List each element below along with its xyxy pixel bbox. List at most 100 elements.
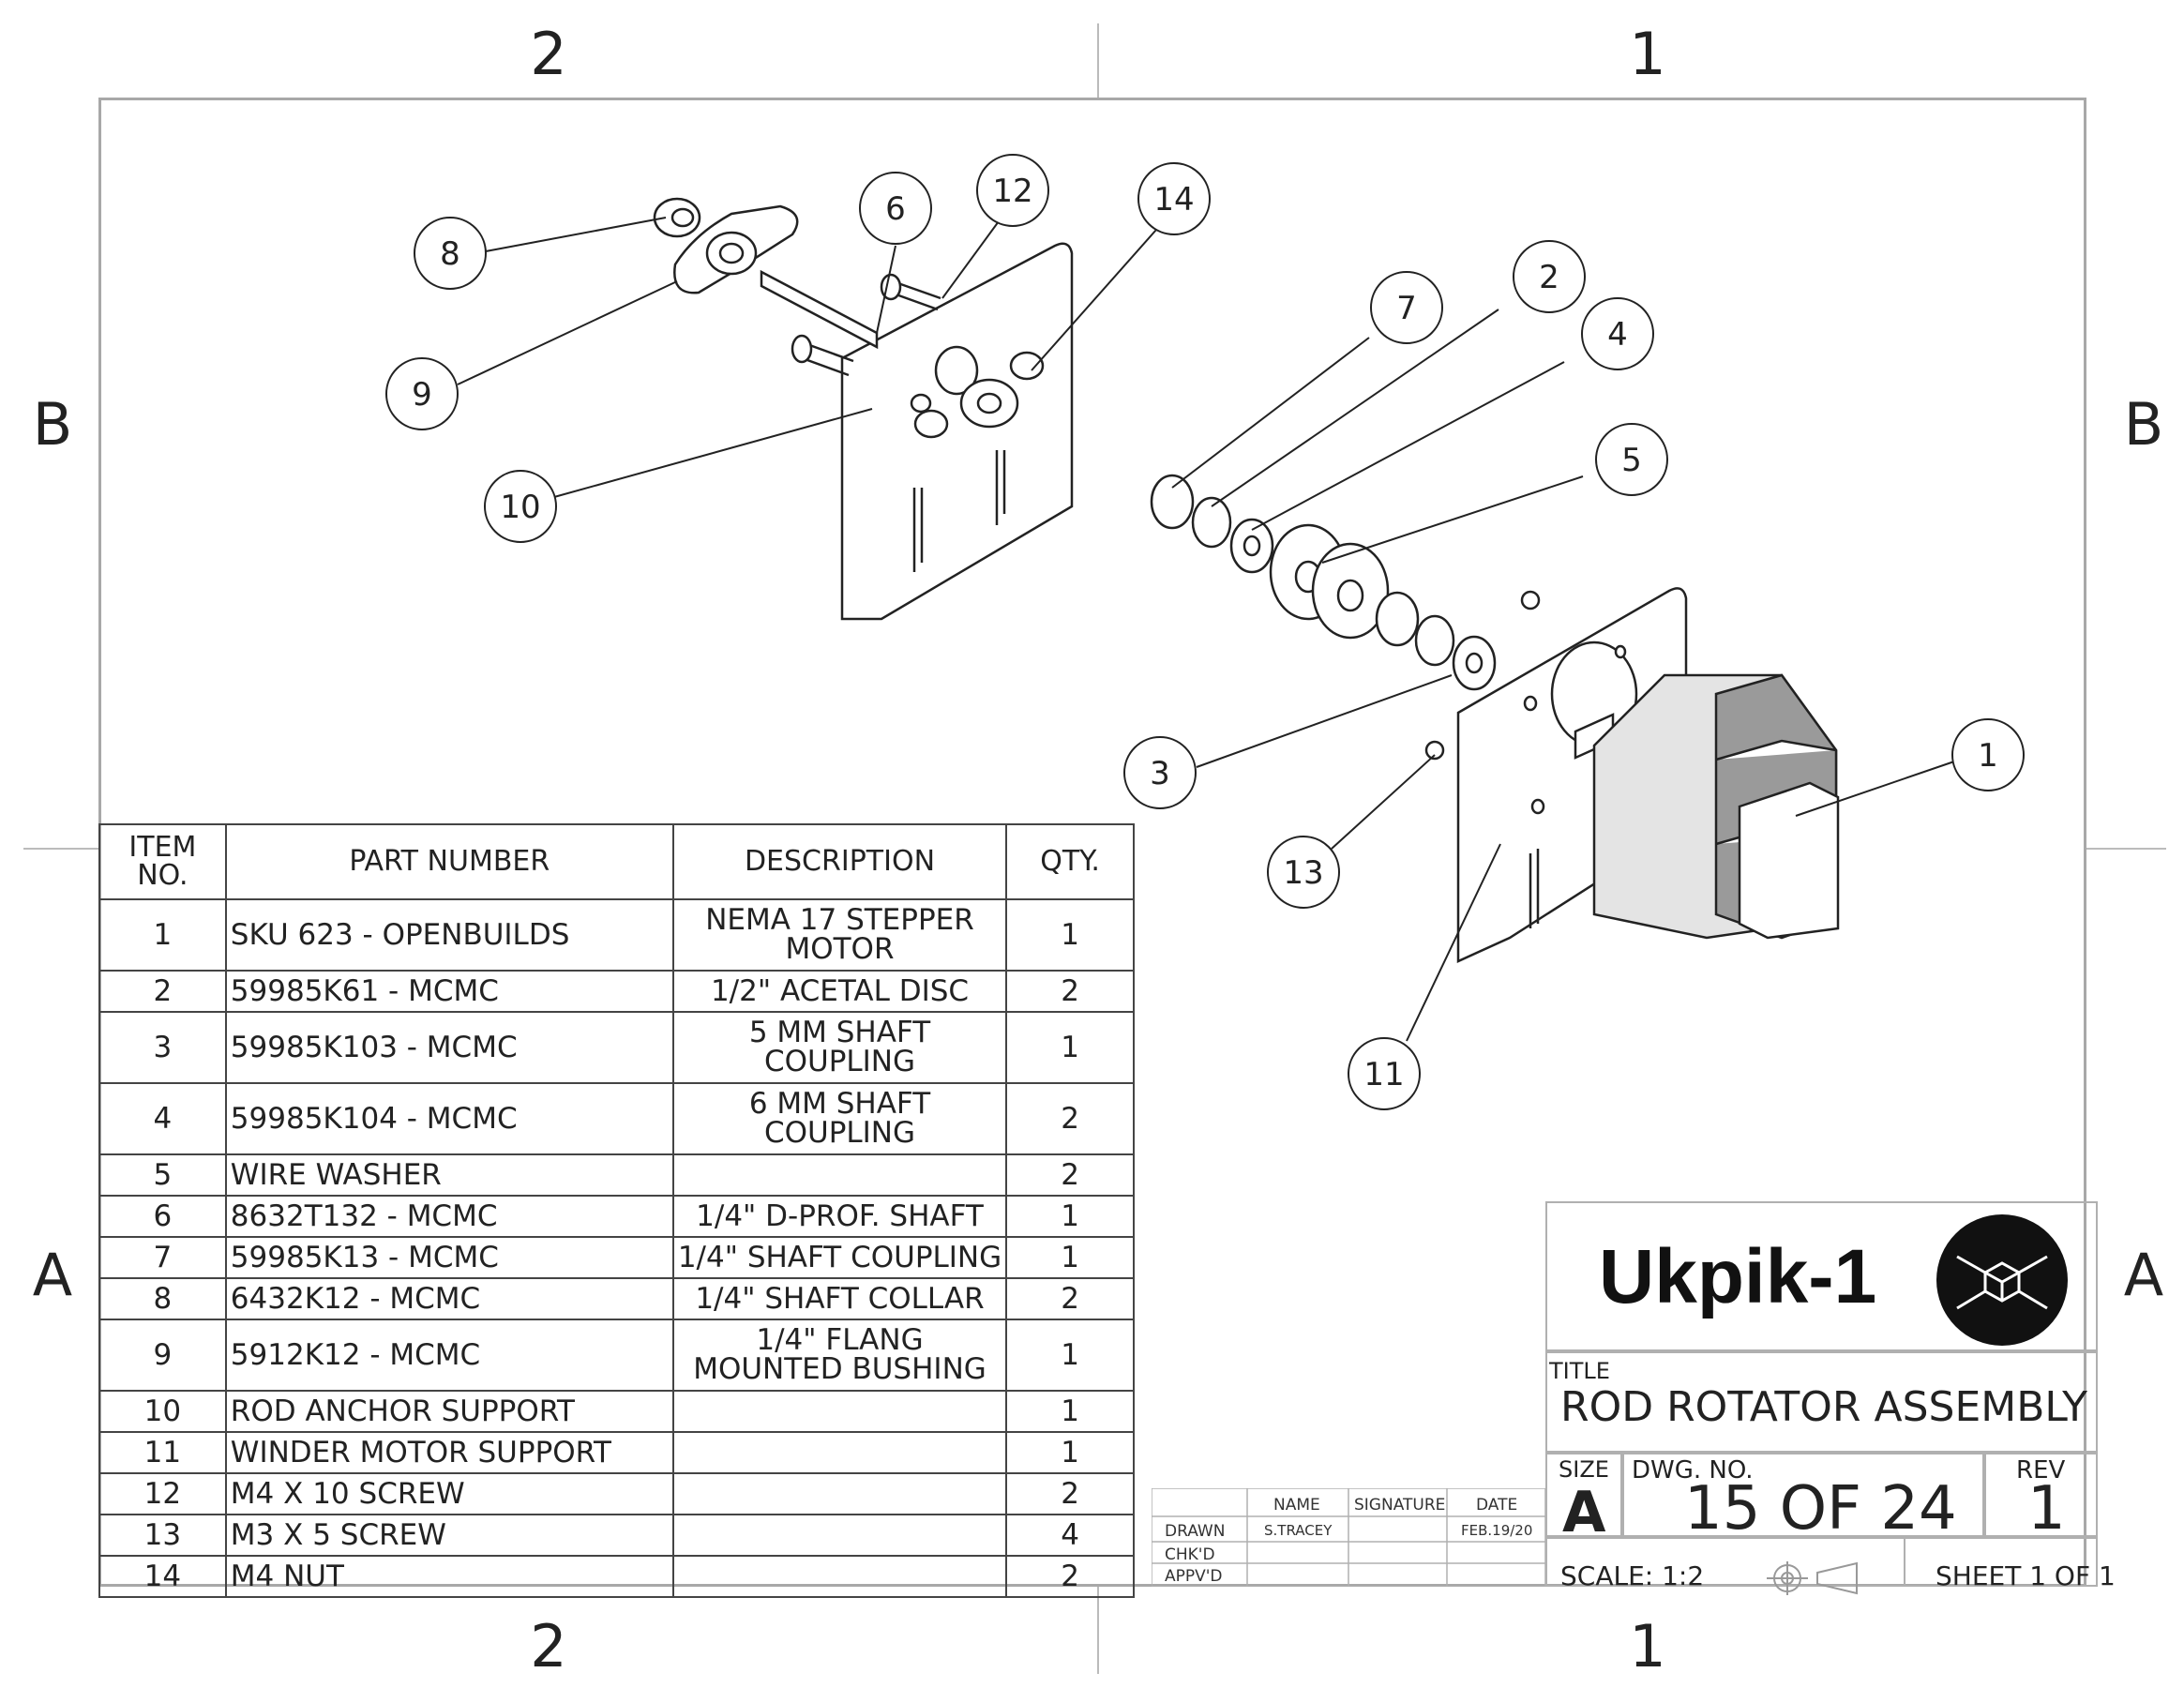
bom-cell-item: 14 [98,1555,227,1598]
leader-lines [457,217,1955,1042]
bom-cell-description: 1/4" D-PROF. SHAFT [671,1195,1008,1238]
balloon-circle [976,154,1049,227]
bom-cell-item: 6 [98,1195,227,1238]
bom-cell-item: 2 [98,970,227,1013]
balloon-circle [484,470,557,543]
bom-cell-part-number: 59985K103 - MCMC [224,1011,674,1084]
balloon-label: 8 [440,235,460,273]
bom-cell-item: 12 [98,1472,227,1515]
bom-cell-qty: 2 [1005,1555,1135,1598]
bom-cell-part-number: 6432K12 - MCMC [224,1277,674,1320]
balloon-circle [1123,736,1197,809]
bom-cell-qty: 1 [1005,1319,1135,1392]
scale-text: SCALE: 1:2 [1560,1560,1705,1591]
nema-17-stepper-motor [1574,673,1840,940]
bom-cell-part-number: 59985K61 - MCMC [224,970,674,1013]
bom-header-qty: QTY. [1005,823,1135,900]
bom-cell-item: 1 [98,898,227,972]
zone-label-bottom-2: 2 [530,1612,567,1680]
balloon-label: 4 [1607,316,1628,354]
bom-cell-description: 1/4" SHAFT COLLAR [671,1277,1008,1320]
bom-cell-part-number: M4 NUT [224,1555,674,1598]
bom-cell-qty: 2 [1005,1277,1135,1320]
bom-cell-description [671,1153,1008,1197]
bom-cell-part-number: WIRE WASHER [224,1153,674,1197]
balloon-circle [1137,162,1211,235]
dwg-no-area [1622,1453,1984,1537]
balloon-circle [414,217,487,290]
balloon-label: 9 [412,376,432,414]
projection-symbol-icon [1767,1561,1858,1595]
bom-header-description: DESCRIPTION [671,823,1008,900]
size-label: SIZE [1559,1456,1609,1483]
zone-label-right-b: B [2123,390,2164,459]
bom-cell-qty: 1 [1005,1390,1135,1433]
bom-cell-part-number: 59985K104 - MCMC [224,1082,674,1155]
bom-cell-qty: 1 [1005,1011,1135,1084]
balloon-label: 5 [1621,442,1642,479]
bom-cell-item: 9 [98,1319,227,1392]
signoff-drawn-name: S.TRACEY [1264,1522,1333,1539]
balloon-label: 10 [500,489,540,526]
signoff-drawn-date: FEB.19/20 [1461,1522,1533,1539]
bom-header-row: ITEM NO. PART NUMBER DESCRIPTION QTY. [98,823,1135,900]
bom-cell-item: 5 [98,1153,227,1197]
bom-cell-description [671,1390,1008,1433]
balloon-label: 6 [885,190,906,228]
dwg-no-label: DWG. NO. [1632,1456,1754,1485]
bom-cell-part-number: WINDER MOTOR SUPPORT [224,1431,674,1474]
bom-cell-item: 10 [98,1390,227,1433]
winder-motor-support [1424,587,1688,963]
bom-cell-description: 1/2" ACETAL DISC [671,970,1008,1013]
zone-label-right-a: A [2123,1241,2164,1309]
bom-cell-item: 7 [98,1236,227,1279]
bom-cell-qty: 4 [1005,1514,1135,1557]
bom-cell-qty: 2 [1005,970,1135,1013]
logo-badge [1936,1214,2068,1346]
bom-cell-part-number: M3 X 5 SCREW [224,1514,674,1557]
bom-cell-item: 4 [98,1082,227,1155]
signoff-checked-label: CHK'D [1165,1545,1215,1564]
balloon-label: 7 [1396,290,1417,327]
rev-area [1984,1453,2098,1537]
zone-ticks [23,23,2166,1674]
bom-header-part-number: PART NUMBER [224,823,674,900]
signoff-col-signature: SIGNATURE [1354,1496,1446,1515]
signoff-col-name: NAME [1273,1496,1320,1515]
bom-cell-qty: 1 [1005,1195,1135,1238]
bom-cell-description: 1/4" SHAFT COUPLING [671,1236,1008,1279]
bom-cell-qty: 1 [1005,898,1135,972]
sheet-area [1904,1537,2098,1587]
size-area [1545,1453,1622,1537]
bom-cell-description: 6 MM SHAFT COUPLING [671,1082,1008,1155]
balloon-label: 14 [1153,181,1194,219]
dwg-no-value: 15 OF 24 [1684,1474,1957,1544]
title-block-logo-area [1545,1201,2098,1351]
signoff-approved-label: APPV'D [1165,1567,1223,1586]
balloon-circle [1595,423,1668,496]
balloon-circle [1513,240,1586,313]
rev-label: REV [2016,1456,2066,1485]
bom-cell-qty: 1 [1005,1236,1135,1279]
balloon-label: 2 [1539,259,1559,296]
bom-cell-item: 3 [98,1011,227,1084]
signoff-drawn-label: DRAWN [1165,1522,1226,1541]
drawing-title: ROD ROTATOR ASSEMBLY [1560,1383,2087,1431]
balloon-circle [1370,271,1443,344]
size-value: A [1562,1480,1606,1545]
balloon-label: 11 [1363,1056,1404,1093]
bom-cell-description [671,1555,1008,1598]
balloon-circle [1951,718,2025,791]
signoff-block: NAME SIGNATURE DATE DRAWN S.TRACEY FEB.1… [1152,1488,1545,1587]
bom-cell-part-number: 5912K12 - MCMC [224,1319,674,1392]
bom-cell-part-number: 59985K13 - MCMC [224,1236,674,1279]
bom-cell-item: 8 [98,1277,227,1320]
